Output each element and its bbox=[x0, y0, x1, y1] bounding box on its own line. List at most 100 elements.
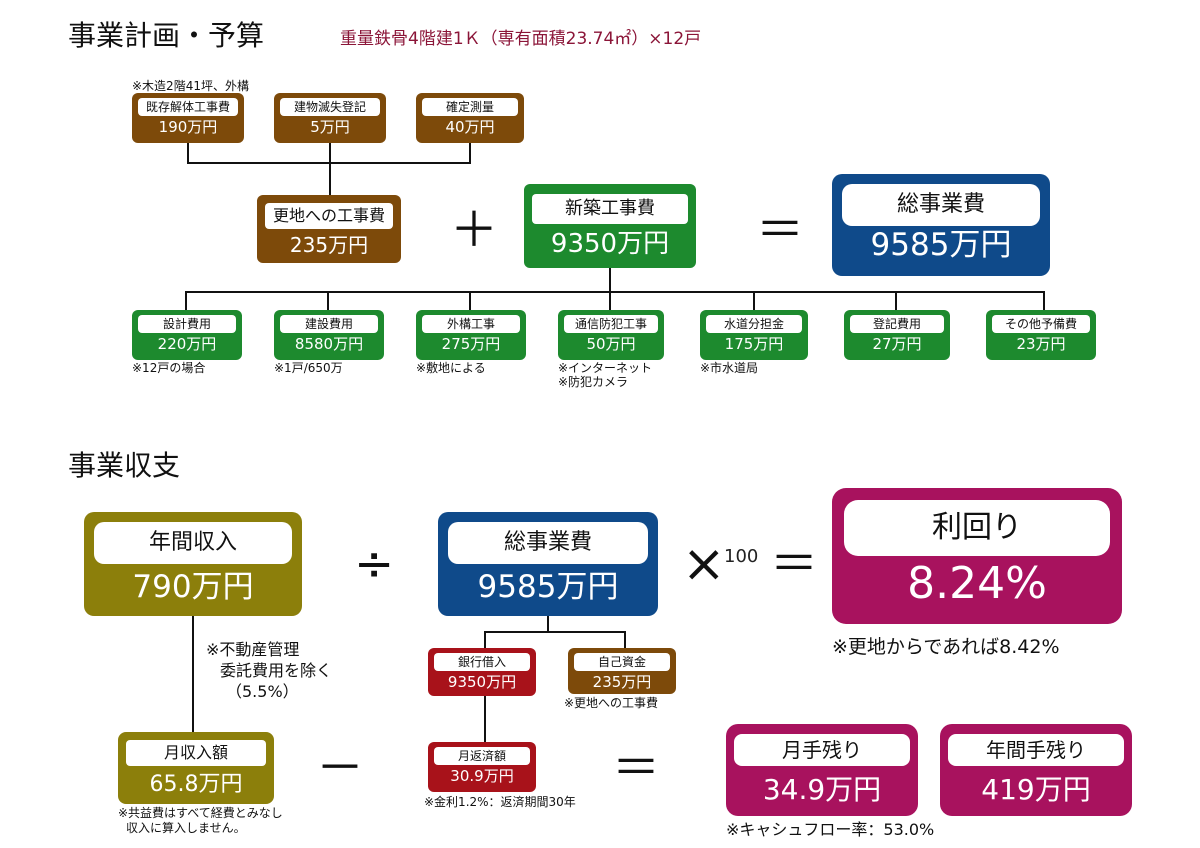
item-reserve-box: その他予備費 23万円 bbox=[986, 310, 1096, 360]
equals-operator: ＝ bbox=[756, 202, 805, 258]
minus-operator: － bbox=[316, 740, 365, 796]
item-label: 建設費用 bbox=[280, 315, 378, 333]
annual-income-box: 年間収入 790万円 bbox=[84, 512, 302, 616]
survey-value: 40万円 bbox=[445, 118, 495, 136]
equals-operator-2: ＝ bbox=[770, 536, 819, 592]
yield-note: ※更地からであれば8.42% bbox=[832, 636, 1060, 658]
monthly-income-label: 月収入額 bbox=[126, 740, 266, 766]
connector bbox=[609, 268, 611, 292]
item-value: 8580万円 bbox=[294, 335, 364, 353]
connector bbox=[192, 616, 194, 732]
item-construction-box: 建設費用 8580万円 bbox=[274, 310, 384, 360]
survey-label: 確定測量 bbox=[422, 98, 518, 116]
item-label: 外構工事 bbox=[422, 315, 520, 333]
plan-total-label: 総事業費 bbox=[842, 184, 1040, 226]
monthly-remain-label: 月手残り bbox=[734, 734, 910, 766]
survey-box: 確定測量 40万円 bbox=[416, 93, 524, 143]
item-note: ※インターネット bbox=[558, 361, 653, 375]
monthly-repay-value: 30.9万円 bbox=[450, 767, 514, 785]
monthly-income-note-1: ※共益費はすべて経費とみなし bbox=[118, 806, 283, 820]
yield-label: 利回り bbox=[844, 500, 1110, 556]
demolition-value: 190万円 bbox=[158, 118, 218, 136]
yield-value: 8.24% bbox=[907, 558, 1047, 609]
registration-loss-box: 建物滅失登記 5万円 bbox=[274, 93, 386, 143]
item-note-2: ※防犯カメラ bbox=[558, 375, 629, 389]
connector bbox=[547, 616, 549, 632]
connector bbox=[1043, 291, 1045, 311]
item-value: 50万円 bbox=[586, 335, 636, 353]
plan-total-value: 9585万円 bbox=[870, 227, 1012, 263]
demolition-box: 既存解体工事費 190万円 bbox=[132, 93, 244, 143]
annual-income-label: 年間収入 bbox=[94, 522, 292, 564]
connector bbox=[609, 291, 611, 311]
demolition-note: ※木造2階41坪、外構 bbox=[132, 79, 249, 93]
item-value: 27万円 bbox=[872, 335, 922, 353]
item-design-box: 設計費用 220万円 bbox=[132, 310, 242, 360]
annual-remain-label: 年間手残り bbox=[948, 734, 1124, 766]
demolition-label: 既存解体工事費 bbox=[138, 98, 238, 116]
new-build-label: 新築工事費 bbox=[532, 194, 688, 224]
connector bbox=[753, 291, 755, 311]
divide-operator: ÷ bbox=[354, 536, 395, 592]
bank-loan-box: 銀行借入 9350万円 bbox=[428, 648, 536, 696]
monthly-repay-label: 月返済額 bbox=[434, 747, 530, 765]
mgmt-note-2: 委託費用を除く bbox=[220, 661, 333, 680]
item-label: 登記費用 bbox=[850, 315, 944, 333]
connector bbox=[624, 631, 626, 649]
bank-loan-value: 9350万円 bbox=[447, 673, 517, 691]
item-registration-box: 登記費用 27万円 bbox=[844, 310, 950, 360]
connector bbox=[469, 291, 471, 311]
plus-operator: ＋ bbox=[450, 202, 499, 258]
item-security-box: 通信防犯工事 50万円 bbox=[558, 310, 664, 360]
connector bbox=[484, 631, 486, 649]
item-value: 220万円 bbox=[157, 335, 217, 353]
equals-operator-3: ＝ bbox=[612, 740, 661, 796]
site-clear-box: 更地への工事費 235万円 bbox=[257, 195, 401, 263]
mgmt-note-3: （5.5%） bbox=[226, 682, 299, 701]
yield-box: 利回り 8.24% bbox=[832, 488, 1122, 624]
new-build-box: 新築工事費 9350万円 bbox=[524, 184, 696, 268]
item-note: ※12戸の場合 bbox=[132, 361, 206, 375]
income-total-box: 総事業費 9585万円 bbox=[438, 512, 658, 616]
own-funds-label: 自己資金 bbox=[574, 653, 670, 671]
plan-total-box: 総事業費 9585万円 bbox=[832, 174, 1050, 276]
item-label: 水道分担金 bbox=[706, 315, 802, 333]
connector bbox=[187, 162, 471, 164]
site-clear-label: 更地への工事費 bbox=[265, 203, 393, 229]
connector bbox=[329, 143, 331, 195]
connector bbox=[484, 631, 626, 633]
connector bbox=[185, 291, 1045, 293]
own-funds-value: 235万円 bbox=[592, 673, 652, 691]
connector bbox=[895, 291, 897, 311]
site-clear-value: 235万円 bbox=[289, 233, 369, 257]
monthly-income-box: 月収入額 65.8万円 bbox=[118, 732, 274, 804]
item-note: ※敷地による bbox=[416, 361, 486, 375]
item-note: ※市水道局 bbox=[700, 361, 759, 375]
own-funds-note: ※更地への工事費 bbox=[564, 696, 659, 710]
connector bbox=[469, 143, 471, 163]
income-total-label: 総事業費 bbox=[448, 522, 648, 564]
registration-loss-value: 5万円 bbox=[310, 118, 350, 136]
monthly-repay-box: 月返済額 30.9万円 bbox=[428, 742, 536, 792]
plan-title: 事業計画・予算 bbox=[68, 19, 265, 52]
item-label: 通信防犯工事 bbox=[564, 315, 658, 333]
item-value: 175万円 bbox=[724, 335, 784, 353]
item-value: 23万円 bbox=[1016, 335, 1066, 353]
times-operator: × bbox=[682, 534, 726, 594]
plan-subtitle: 重量鉄骨4階建1Ｋ（専有面積23.74㎡）×12戸 bbox=[340, 29, 702, 49]
monthly-income-note-2: 収入に算入しません。 bbox=[126, 821, 246, 835]
item-water-box: 水道分担金 175万円 bbox=[700, 310, 808, 360]
mgmt-note-1: ※不動産管理 bbox=[206, 640, 300, 659]
annual-income-value: 790万円 bbox=[132, 569, 254, 605]
bank-loan-label: 銀行借入 bbox=[434, 653, 530, 671]
item-value: 275万円 bbox=[441, 335, 501, 353]
monthly-remain-box: 月手残り 34.9万円 bbox=[726, 724, 918, 816]
new-build-value: 9350万円 bbox=[550, 229, 670, 259]
item-note: ※1戸/650万 bbox=[274, 361, 343, 375]
cashflow-note: ※キャシュフロー率：53.0% bbox=[726, 820, 935, 839]
own-funds-box: 自己資金 235万円 bbox=[568, 648, 676, 694]
annual-remain-value: 419万円 bbox=[981, 773, 1091, 806]
connector bbox=[187, 143, 189, 163]
connector bbox=[185, 291, 187, 311]
connector bbox=[327, 291, 329, 311]
